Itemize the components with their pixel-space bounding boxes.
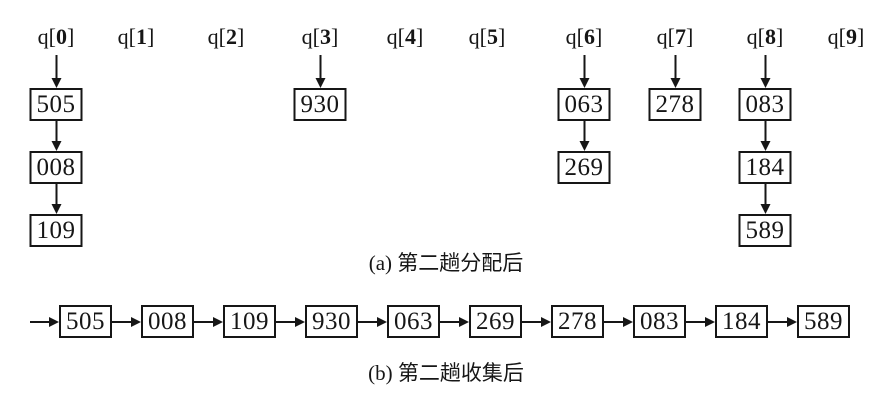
queue-label: q[8]: [747, 24, 784, 50]
queue-label-index: 8: [765, 24, 776, 49]
arrow-down-icon: [311, 55, 329, 88]
queue-label-prefix: q[: [746, 24, 765, 49]
arrow-down-icon: [756, 184, 774, 214]
queue-label-index: 5: [487, 24, 498, 49]
queue-label-prefix: q[: [117, 24, 136, 49]
node-box: 505: [59, 305, 112, 338]
queue-label-index: 9: [846, 24, 857, 49]
arrow-right-icon: [604, 314, 633, 330]
node-box: 269: [469, 305, 522, 338]
arrow-down-icon: [756, 55, 774, 88]
queue-label-prefix: q[: [207, 24, 226, 49]
arrow-right-icon: [112, 314, 141, 330]
queue-column-q6: q[6] 063 269: [557, 24, 611, 184]
caption-part-b: (b) 第二趟收集后: [368, 361, 524, 385]
queue-label-suffix: ]: [237, 24, 245, 49]
node-box: 184: [715, 305, 768, 338]
node-box: 589: [738, 214, 792, 247]
arrow-right-icon: [522, 314, 551, 330]
arrow-down-icon: [47, 121, 65, 151]
queue-label-suffix: ]: [416, 24, 424, 49]
queue-label-prefix: q[: [386, 24, 405, 49]
node-box: 278: [551, 305, 604, 338]
arrow-right-icon: [440, 314, 469, 330]
queue-column-q8: q[8] 083 184 589: [738, 24, 792, 247]
arrow-down-icon: [47, 184, 65, 214]
arrow-down-icon: [575, 121, 593, 151]
node-box: 109: [223, 305, 276, 338]
caption-part-a: (a) 第二趟分配后: [368, 251, 524, 275]
queue-label-suffix: ]: [67, 24, 75, 49]
queue-label-prefix: q[: [37, 24, 56, 49]
queue-label: q[7]: [657, 24, 694, 50]
queue-label-index: 0: [56, 24, 67, 49]
node-box: 008: [29, 151, 83, 184]
node-box: 083: [633, 305, 686, 338]
queue-label-prefix: q[: [565, 24, 584, 49]
queue-label-index: 2: [226, 24, 237, 49]
queue-column-q4: q[4]: [387, 24, 424, 55]
queue-label-suffix: ]: [498, 24, 506, 49]
queue-label: q[0]: [38, 24, 75, 50]
node-box: 269: [557, 151, 611, 184]
node-box: 589: [797, 305, 850, 338]
node-box: 063: [557, 88, 611, 121]
arrow-right-icon: [276, 314, 305, 330]
queue-column-q7: q[7] 278: [648, 24, 702, 121]
node-box: 505: [29, 88, 83, 121]
queue-label-suffix: ]: [686, 24, 694, 49]
queue-label: q[4]: [387, 24, 424, 50]
queue-label: q[3]: [302, 24, 339, 50]
arrow-down-icon: [666, 55, 684, 88]
queue-column-q0: q[0] 505 008 109: [29, 24, 83, 247]
queue-label-prefix: q[: [656, 24, 675, 49]
queue-label-prefix: q[: [301, 24, 320, 49]
arrow-right-icon: [194, 314, 223, 330]
queue-column-q1: q[1]: [118, 24, 155, 55]
queue-label: q[6]: [566, 24, 603, 50]
node-box: 278: [648, 88, 702, 121]
node-box: 930: [305, 305, 358, 338]
queue-column-q9: q[9]: [828, 24, 865, 55]
queue-label-suffix: ]: [857, 24, 865, 49]
arrow-right-icon: [30, 314, 59, 330]
queue-label-suffix: ]: [776, 24, 784, 49]
node-box: 109: [29, 214, 83, 247]
node-box: 063: [387, 305, 440, 338]
arrow-right-icon: [686, 314, 715, 330]
queue-label: q[2]: [208, 24, 245, 50]
queue-label-index: 3: [320, 24, 331, 49]
queue-label-suffix: ]: [331, 24, 339, 49]
arrow-right-icon: [358, 314, 387, 330]
queue-label-index: 4: [405, 24, 416, 49]
queue-label-suffix: ]: [595, 24, 603, 49]
queue-column-q2: q[2]: [208, 24, 245, 55]
queue-label: q[1]: [118, 24, 155, 50]
collection-pass-diagram: 505 008 109 930 063 269 278 083 184 589: [30, 305, 850, 338]
node-box: 184: [738, 151, 792, 184]
queue-label: q[5]: [469, 24, 506, 50]
queue-label: q[9]: [828, 24, 865, 50]
queue-label-index: 7: [675, 24, 686, 49]
queue-column-q3: q[3] 930: [293, 24, 347, 121]
arrow-right-icon: [768, 314, 797, 330]
arrow-down-icon: [575, 55, 593, 88]
queue-label-index: 1: [136, 24, 147, 49]
queue-label-index: 6: [584, 24, 595, 49]
arrow-down-icon: [756, 121, 774, 151]
queue-label-suffix: ]: [147, 24, 155, 49]
queue-label-prefix: q[: [468, 24, 487, 49]
arrow-down-icon: [47, 55, 65, 88]
node-box: 008: [141, 305, 194, 338]
queue-label-prefix: q[: [827, 24, 846, 49]
queue-column-q5: q[5]: [469, 24, 506, 55]
node-box: 083: [738, 88, 792, 121]
node-box: 930: [293, 88, 347, 121]
